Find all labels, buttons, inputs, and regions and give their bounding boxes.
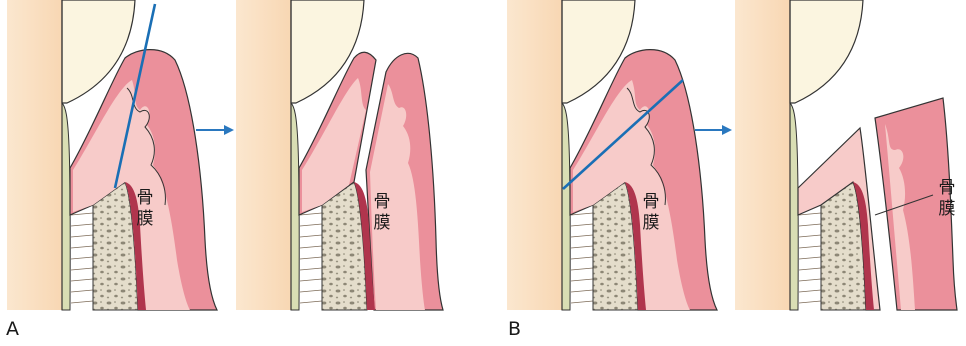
- panel-b-before: [507, 0, 717, 310]
- right-arrow-icon: [196, 125, 234, 135]
- panel-label-b: B: [508, 318, 521, 340]
- periosteum-label: 骨 膜: [937, 178, 957, 220]
- periosteum-label: 骨 膜: [641, 192, 661, 234]
- panel-a-before: [7, 0, 217, 310]
- panel-label-a: A: [6, 318, 19, 340]
- panel-a-after: [236, 0, 443, 310]
- panel-b-after: [735, 0, 957, 310]
- periosteum-label: 骨 膜: [135, 188, 155, 230]
- right-arrow-icon: [695, 125, 732, 135]
- periosteum-label: 骨 膜: [372, 192, 392, 234]
